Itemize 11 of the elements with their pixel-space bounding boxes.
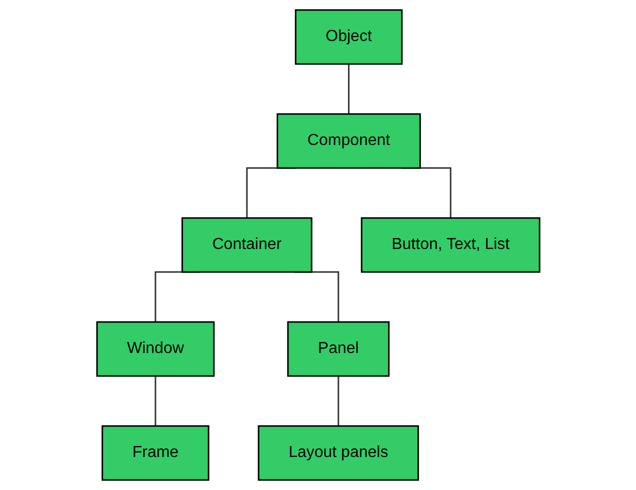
node-box: Object — [294, 9, 402, 65]
node-box: Layout panels — [258, 425, 419, 481]
node-box: Component — [276, 113, 421, 169]
node-box: Window — [96, 321, 214, 377]
node-box: Button, Text, List — [360, 217, 540, 273]
node-box: Panel — [286, 321, 390, 377]
connector — [348, 63, 350, 114]
connector — [337, 375, 339, 426]
connector — [154, 375, 156, 426]
node-box: Frame — [101, 425, 209, 481]
node-box: Container — [181, 217, 312, 273]
